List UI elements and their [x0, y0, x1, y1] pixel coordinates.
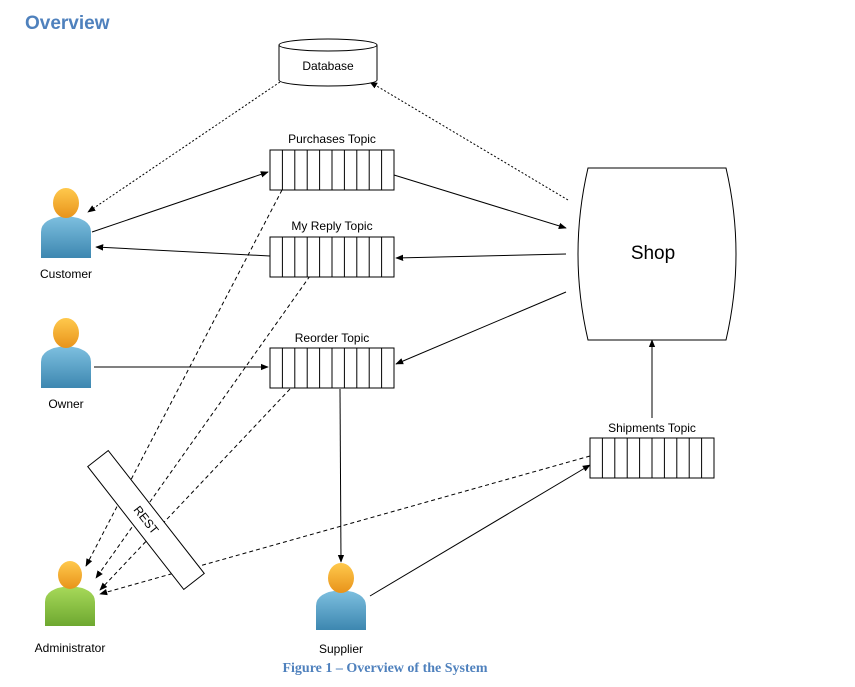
owner-actor: Owner [41, 318, 91, 411]
database-node: Database [278, 38, 378, 87]
shop-label: Shop [631, 243, 675, 264]
customer-person-icon [41, 188, 91, 258]
connector-shop-reorder [395, 291, 567, 365]
connector-shop-database [369, 81, 569, 201]
figure-caption: Figure 1 – Overview of the System [282, 661, 488, 676]
overview-heading: Overview [25, 13, 110, 34]
connector-reply-customer [95, 244, 271, 257]
purchases-topic: Purchases Topic [269, 132, 395, 191]
reorder-topic: Reorder Topic [269, 331, 395, 389]
connector-purchases-admin [85, 189, 283, 567]
supplier-label: Supplier [319, 642, 363, 656]
connectors [85, 81, 656, 597]
connector-shipments-admin [99, 455, 591, 596]
shipments-topic: Shipments Topic [589, 421, 715, 479]
connector-supplier-shipments [369, 464, 591, 597]
connector-database-customer [87, 81, 281, 213]
supplier-person-icon [316, 563, 366, 630]
connector-reorder-supplier [337, 388, 345, 563]
owner-person-icon [41, 318, 91, 388]
owner-label: Owner [48, 397, 83, 411]
shop-node: Shop [577, 167, 737, 341]
database-label: Database [302, 59, 354, 73]
administrator-label: Administrator [35, 641, 106, 655]
purchases-topic-label: Purchases Topic [288, 132, 376, 146]
customer-actor: Customer [40, 188, 92, 281]
connector-shop-reply [395, 253, 567, 262]
connector-reply-admin [95, 275, 311, 579]
reorder-topic-label: Reorder Topic [295, 331, 369, 345]
connector-purchases-shop [393, 174, 567, 229]
customer-label: Customer [40, 267, 92, 281]
shipments-topic-label: Shipments Topic [608, 421, 696, 435]
rest-gateway: REST [87, 449, 205, 591]
administrator-person-icon [45, 561, 95, 626]
reply-topic-label: My Reply Topic [291, 219, 372, 233]
reply-topic: My Reply Topic [269, 219, 395, 278]
administrator-actor: Administrator [35, 561, 106, 655]
connector-customer-purchases [91, 171, 269, 233]
supplier-actor: Supplier [316, 563, 366, 656]
